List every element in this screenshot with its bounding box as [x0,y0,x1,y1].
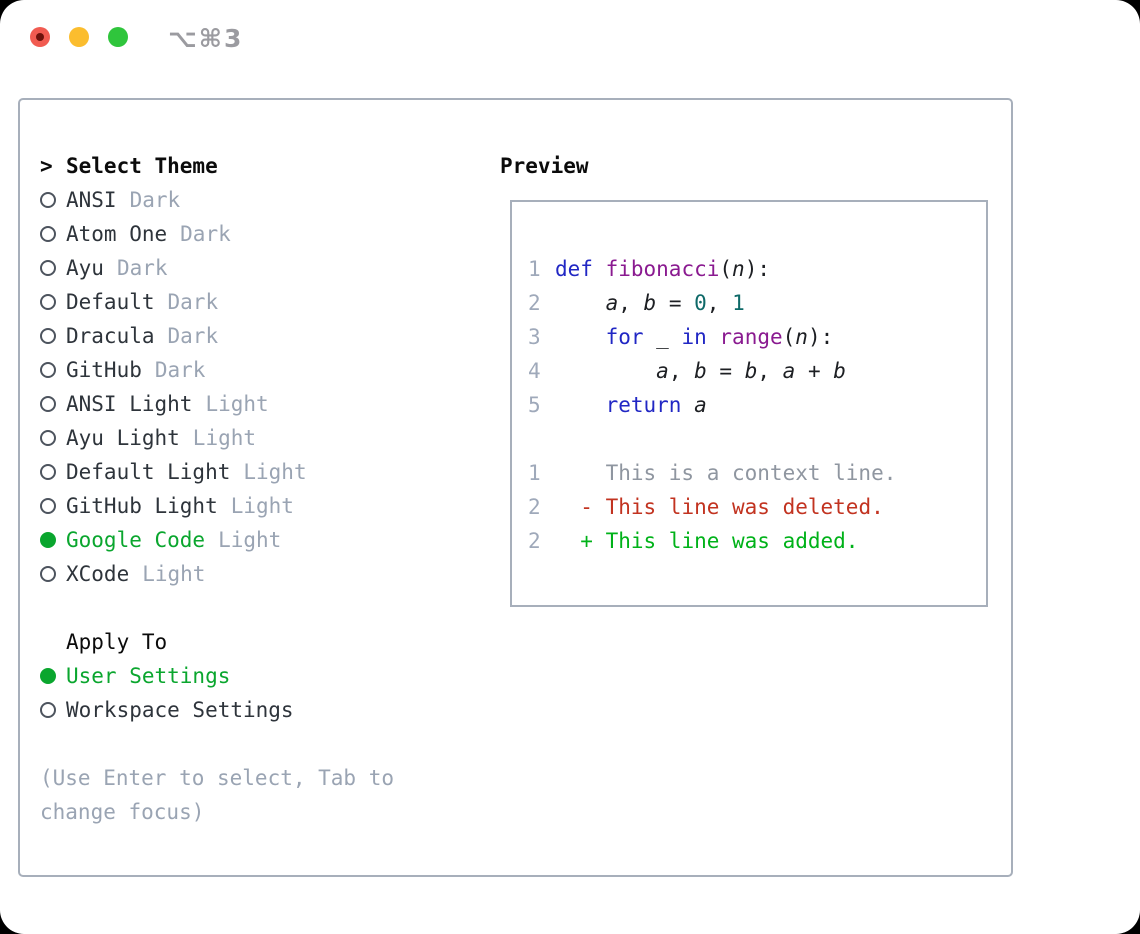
preview-line [528,422,986,456]
theme-variant-tag: Dark [129,188,181,212]
theme-option-default[interactable]: Default Dark [40,285,480,319]
line-number: 1 [528,461,541,485]
radio-unselected-icon [40,464,66,480]
zoom-button[interactable] [108,27,128,47]
radio-unselected-icon [40,498,66,514]
line-number: 2 [528,529,541,553]
theme-option-google-code[interactable]: Google Code Light [40,523,480,557]
theme-option-github[interactable]: GitHub Dark [40,353,480,387]
radio-unselected-icon [40,362,66,378]
radio-unselected-icon [40,566,66,582]
theme-option-github-light[interactable]: GitHub Light Light [40,489,480,523]
theme-variant-tag: Light [230,494,294,518]
apply-to-label: Apply To [66,630,168,654]
theme-option-ayu-light[interactable]: Ayu Light Light [40,421,480,455]
preview-label: Preview [500,154,589,178]
theme-option-label: ANSI Light [66,392,193,416]
apply-to-header: Apply To [40,625,480,659]
radio-unselected-icon [40,260,66,276]
radio-selected-icon [40,532,66,548]
radio-unselected-icon [40,192,66,208]
preview-line: 1 This is a context line. [528,456,986,490]
apply-option-user-settings[interactable]: User Settings [40,659,480,693]
line-number: 3 [528,325,541,349]
theme-variant-tag: Light [205,392,269,416]
theme-option-default-light[interactable]: Default Light Light [40,455,480,489]
minimize-button[interactable] [69,27,89,47]
window-title: ⌥⌘3 [168,24,244,53]
theme-option-label: Atom One [66,222,168,246]
preview-line: 2 + This line was added. [528,524,986,558]
theme-option-ayu[interactable]: Ayu Dark [40,251,480,285]
apply-option-label: User Settings [66,664,231,688]
theme-variant-tag: Dark [180,222,231,246]
preview-line: 5 return a [528,388,986,422]
radio-unselected-icon [40,328,66,344]
theme-option-label: GitHub [66,358,142,382]
radio-unselected-icon [40,226,66,242]
line-number: 5 [528,393,541,417]
close-button[interactable] [30,27,50,47]
theme-variant-tag: Light [142,562,206,586]
theme-option-label: GitHub Light [66,494,218,518]
theme-variant-tag: Light [243,460,307,484]
line-number: 2 [528,495,541,519]
radio-unselected-icon [40,294,66,310]
apply-option-label: Workspace Settings [66,698,294,722]
select-theme-label: Select Theme [66,154,218,178]
theme-option-label: XCode [66,562,130,586]
apply-option-workspace-settings[interactable]: Workspace Settings [40,693,480,727]
theme-option-ansi-light[interactable]: ANSI Light Light [40,387,480,421]
theme-option-label: Ayu [66,256,104,280]
theme-variant-tag: Dark [167,324,219,348]
radio-unselected-icon [40,396,66,412]
line-number: 1 [528,257,541,281]
radio-unselected-icon [40,702,66,718]
title-bar: ⌥⌘3 [0,0,1140,75]
theme-option-dracula[interactable]: Dracula Dark [40,319,480,353]
preview-line: 3 for _ in range(n): [528,320,986,354]
line-number: 2 [528,291,541,315]
preview-line: 2 - This line was deleted. [528,490,986,524]
theme-option-label: Ayu Light [66,426,180,450]
theme-variant-tag: Light [218,528,282,552]
theme-option-label: Dracula [66,324,155,348]
theme-option-label: Google Code [66,528,206,552]
theme-option-label: ANSI [66,188,117,212]
theme-variant-tag: Dark [167,290,219,314]
preview-line: 4 a, b = b, a + b [528,354,986,388]
theme-variant-tag: Dark [116,256,168,280]
theme-option-ansi[interactable]: ANSI Dark [40,183,480,217]
radio-unselected-icon [40,430,66,446]
theme-variant-tag: Light [192,426,257,450]
keyboard-hint: (Use Enter to select, Tab to change focu… [40,766,395,824]
theme-option-atom-one[interactable]: Atom One Dark [40,217,480,251]
theme-option-label: Default Light [66,460,231,484]
preview-line: 2 a, b = 0, 1 [528,286,986,320]
theme-option-label: Default [66,290,155,314]
theme-option-xcode[interactable]: XCode Light [40,557,480,591]
selection-cursor-icon: > [40,154,53,178]
theme-variant-tag: Dark [154,358,206,382]
radio-selected-icon [40,668,66,684]
line-number: 4 [528,359,541,383]
select-theme-header: > Select Theme [40,149,480,183]
